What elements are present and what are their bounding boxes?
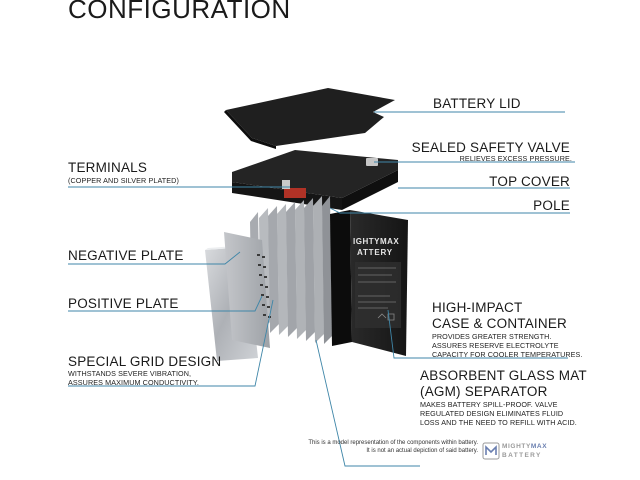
top-cover (232, 150, 398, 210)
desc-grid-design-line1: WITHSTANDS SEVERE VIBRATION, (68, 369, 192, 378)
desc-sealed-safety-valve: RELIEVES EXCESS PRESSURE. (459, 154, 572, 163)
label-pole: POLE (533, 198, 570, 213)
desc-grid-design-line2: ASSURES MAXIMUM CONDUCTIVITY. (68, 378, 199, 387)
label-agm-line2: (AGM) SEPARATOR (420, 384, 548, 399)
terminal-clip (282, 180, 290, 189)
case-spec-lines (358, 267, 396, 309)
battery-brand-line1: IGHTYMAX (353, 237, 399, 246)
label-terminals: TERMINALS (68, 160, 148, 175)
leader-lines (68, 111, 575, 467)
grid-plate (224, 232, 271, 348)
safety-valve (366, 158, 378, 166)
desc-case-line3: CAPACITY FOR COOLER TEMPERATURES. (432, 350, 583, 359)
leader-pole (329, 207, 570, 214)
battery-case: IGHTYMAX ATTERY (330, 210, 408, 356)
grid-pattern (257, 254, 271, 318)
desc-terminals: (COPPER AND SILVER PLATED) (68, 176, 179, 185)
leader-agm (315, 339, 420, 467)
label-case-line2: CASE & CONTAINER (432, 316, 567, 331)
label-case-line1: HIGH-IMPACT (432, 300, 523, 315)
logo-mighty: MIGHTY (502, 443, 531, 450)
desc-agm-line1: MAKES BATTERY SPILL-PROOF. VALVE (420, 400, 558, 409)
label-battery-lid: BATTERY LID (433, 96, 521, 111)
disclaimer: This is a model representation of the co… (308, 440, 478, 455)
disclaimer-line1: This is a model representation of the co… (308, 440, 478, 446)
label-special-grid-design: SPECIAL GRID DESIGN (68, 354, 222, 369)
desc-agm-line2: REGULATED DESIGN ELIMINATES FLUID (420, 409, 564, 418)
mightymax-logo-mark (482, 442, 500, 460)
label-positive-plate: POSITIVE PLATE (68, 296, 179, 311)
label-agm-line1: ABSORBENT GLASS MAT (420, 368, 587, 383)
case-label-panel (355, 262, 401, 328)
leader-negative-plate (68, 251, 241, 265)
label-negative-plate: NEGATIVE PLATE (68, 248, 184, 263)
certification-marks (377, 313, 395, 321)
page-title: CONFIGURATION (68, 0, 291, 24)
leader-positive-plate (68, 295, 263, 312)
desc-agm-line3: LOSS AND THE NEED TO REFILL WITH ACID. (420, 418, 577, 427)
red-terminal (284, 188, 306, 198)
label-top-cover: TOP COVER (489, 174, 570, 189)
leader-case (387, 309, 568, 359)
logo-line2: BATTERY (502, 452, 542, 459)
leader-grid-design (68, 299, 274, 387)
battery-lid (224, 88, 395, 149)
label-sealed-safety-valve: SEALED SAFETY VALVE (411, 140, 570, 155)
logo-line1: MIGHTYMAX (502, 443, 547, 450)
desc-case-line1: PROVIDES GREATER STRENGTH. (432, 332, 552, 341)
desc-case-line2: ASSURES RESERVE ELECTROLYTE (432, 341, 559, 350)
logo-max: MAX (530, 443, 548, 450)
battery-brand-line2: ATTERY (357, 248, 393, 257)
disclaimer-line2: It is not an actual depiction of said ba… (366, 447, 478, 454)
